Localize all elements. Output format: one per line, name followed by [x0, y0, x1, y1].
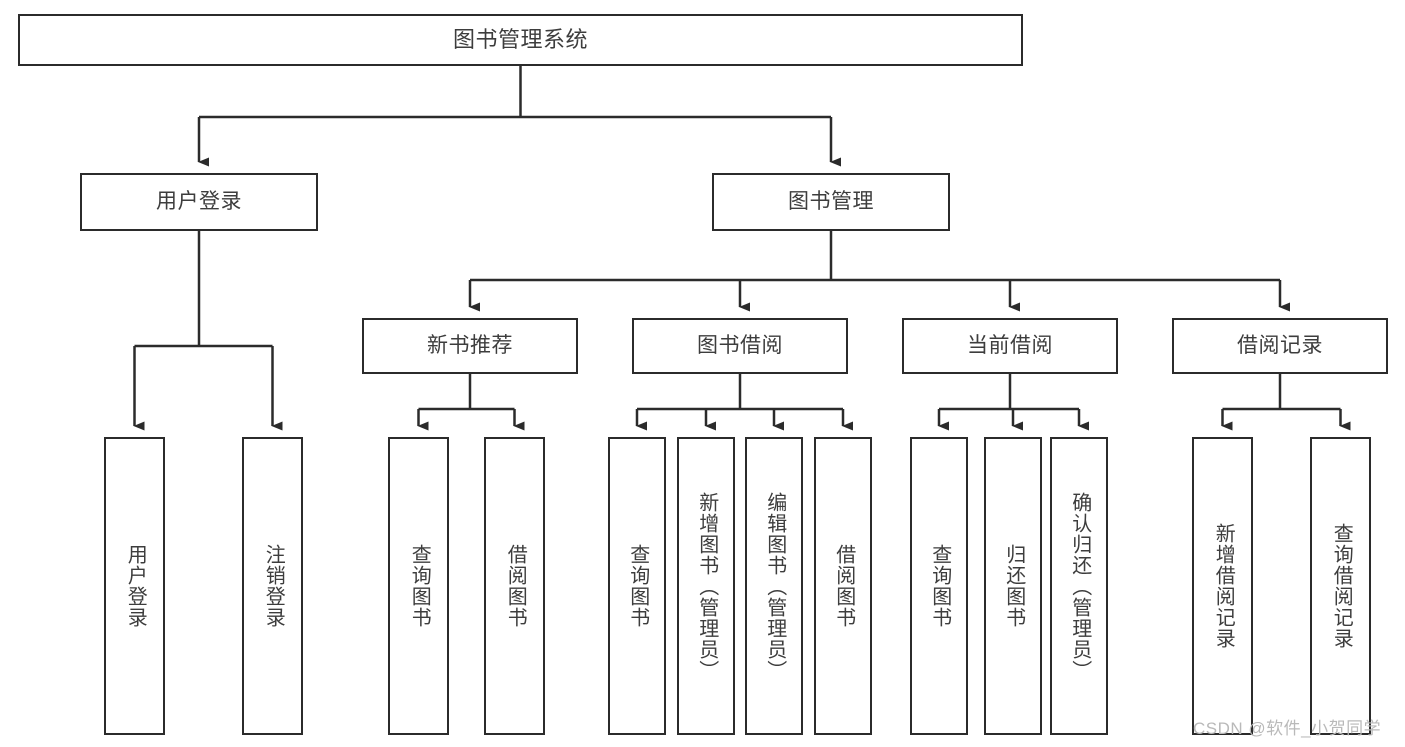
- node-label: 查询图书: [626, 544, 649, 628]
- node-bookmgmt[interactable]: 图书管理: [712, 173, 950, 231]
- node-label: 归还图书: [1002, 544, 1025, 628]
- node-current[interactable]: 当前借阅: [902, 318, 1118, 374]
- node-borrow[interactable]: 图书借阅: [632, 318, 848, 374]
- node-records[interactable]: 借阅记录: [1172, 318, 1388, 374]
- node-label: 用户登录: [124, 544, 147, 628]
- node-label: 当前借阅: [967, 334, 1053, 358]
- node-leaf-logout[interactable]: 注销登录: [242, 437, 303, 735]
- node-label: 新书推荐: [427, 334, 513, 358]
- node-label: 查询图书: [408, 544, 431, 628]
- node-label: 编辑图书（管理员）: [763, 491, 786, 681]
- node-leaf-query-c[interactable]: 查询图书: [910, 437, 968, 735]
- node-leaf-edit-book[interactable]: 编辑图书（管理员）: [745, 437, 803, 735]
- node-login[interactable]: 用户登录: [80, 173, 318, 231]
- node-label: 新增借阅记录: [1212, 523, 1235, 649]
- node-label: 查询图书: [928, 544, 951, 628]
- node-leaf-confirm[interactable]: 确认归还（管理员）: [1050, 437, 1108, 735]
- node-label: 借阅记录: [1237, 334, 1323, 358]
- node-label: 确认归还（管理员）: [1068, 491, 1091, 681]
- node-leaf-borrow-book[interactable]: 借阅图书: [814, 437, 872, 735]
- node-leaf-query-b[interactable]: 查询图书: [608, 437, 666, 735]
- node-label: 新增图书（管理员）: [695, 491, 718, 681]
- node-leaf-add-record[interactable]: 新增借阅记录: [1192, 437, 1253, 735]
- node-label: 图书管理系统: [452, 26, 588, 52]
- node-label: 查询借阅记录: [1330, 523, 1353, 649]
- node-leaf-query-new[interactable]: 查询图书: [388, 437, 449, 735]
- node-leaf-borrow-new[interactable]: 借阅图书: [484, 437, 545, 735]
- node-label: 借阅图书: [504, 544, 527, 628]
- node-label: 借阅图书: [832, 544, 855, 628]
- node-leaf-query-record[interactable]: 查询借阅记录: [1310, 437, 1371, 735]
- node-label: 用户登录: [156, 190, 242, 214]
- watermark-text: CSDN @软件_小贺同学: [1193, 719, 1382, 738]
- node-leaf-return[interactable]: 归还图书: [984, 437, 1042, 735]
- node-root[interactable]: 图书管理系统: [18, 14, 1023, 66]
- node-leaf-login[interactable]: 用户登录: [104, 437, 165, 735]
- node-label: 图书管理: [788, 190, 874, 214]
- node-leaf-add-book[interactable]: 新增图书（管理员）: [677, 437, 735, 735]
- node-label: 注销登录: [262, 544, 285, 628]
- node-label: 图书借阅: [697, 334, 783, 358]
- node-newbook[interactable]: 新书推荐: [362, 318, 578, 374]
